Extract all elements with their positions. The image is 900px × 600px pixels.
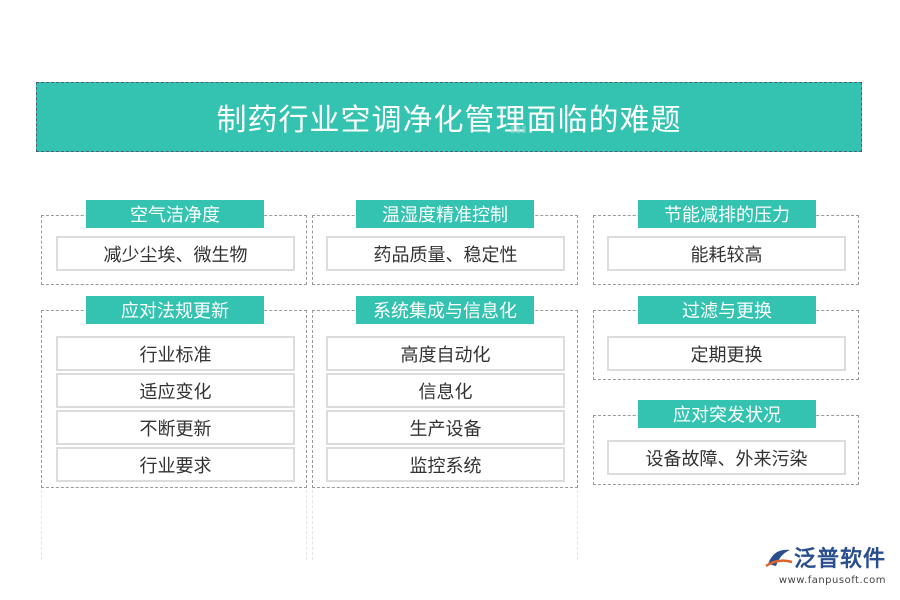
list-item: 监控系统 [326,447,565,482]
panel-header-temp-humidity: 温湿度精准控制 [356,200,534,228]
list-item: 定期更换 [607,336,846,371]
list-item: 设备故障、外来污染 [607,440,846,475]
panel-reflection [312,490,578,560]
brand-logo: 泛普软件 www.fanpusoft.com [764,541,886,586]
panel-header-filter-replace: 过滤与更换 [638,296,816,324]
title-bar: 制药行业空调净化管理面临的难题 [36,82,862,152]
panel-header-energy-pressure: 节能减排的压力 [638,200,816,228]
list-item: 不断更新 [56,410,295,445]
watermark-logo: ▮▮▮ [510,124,527,135]
page-title: 制药行业空调净化管理面临的难题 [216,103,682,138]
panel-header-integration: 系统集成与信息化 [356,296,534,324]
list-item: 能耗较高 [607,236,846,271]
list-item: 生产设备 [326,410,565,445]
list-item: 适应变化 [56,373,295,408]
logo-name: 泛普软件 [793,547,886,572]
panel-header-air-cleanliness: 空气洁净度 [86,200,264,228]
list-item: 药品质量、稳定性 [326,236,565,271]
fanpu-logo-icon [765,549,793,568]
logo-url: www.fanpusoft.com [778,575,886,586]
panel-header-emergency: 应对突发状况 [638,400,816,428]
list-item: 行业要求 [56,447,295,482]
list-item: 减少尘埃、微生物 [56,236,295,271]
panel-reflection [41,490,307,560]
list-item: 高度自动化 [326,336,565,371]
list-item: 信息化 [326,373,565,408]
panel-header-regulations: 应对法规更新 [86,296,264,324]
list-item: 行业标准 [56,336,295,371]
